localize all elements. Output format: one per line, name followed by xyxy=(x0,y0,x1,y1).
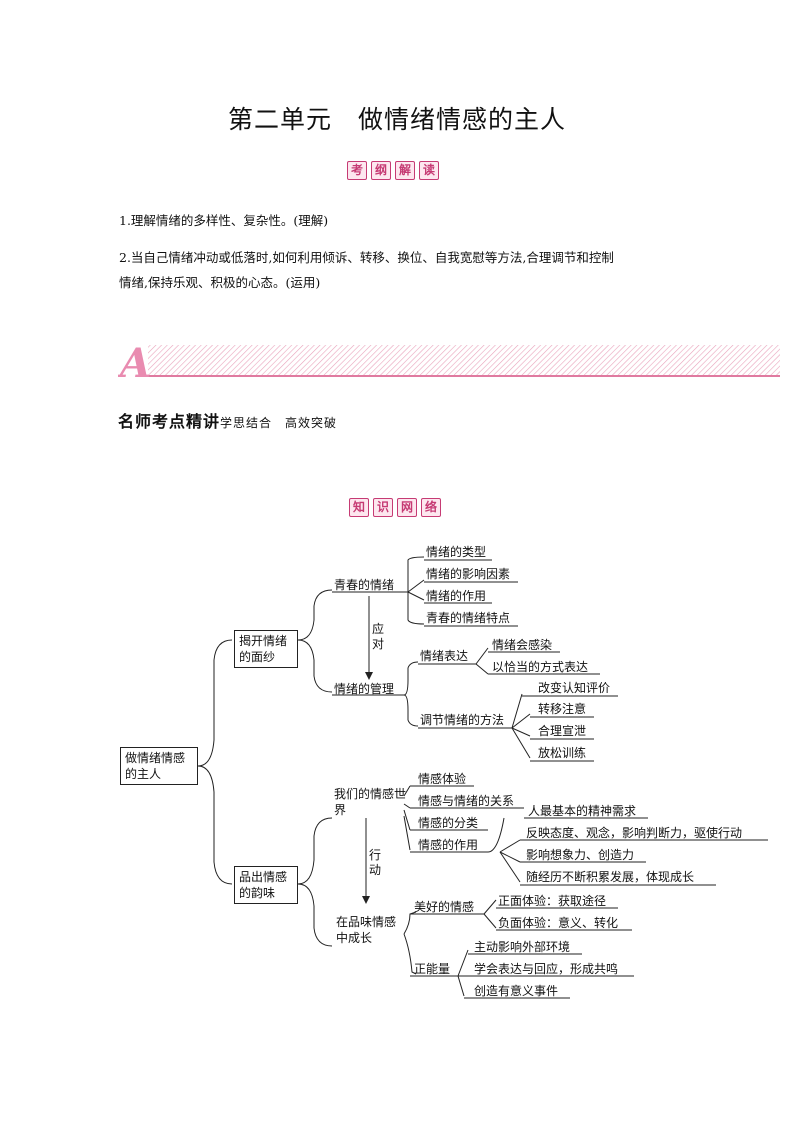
node-regulation-child: 改变认知评价 xyxy=(538,681,611,695)
badge-char: 读 xyxy=(419,161,439,180)
node-feeling-child: 情感的分类 xyxy=(418,816,479,830)
node-feeling-child: 情感的作用 xyxy=(418,838,479,852)
section-subtitle: 学思结合 高效突破 xyxy=(220,416,338,430)
node-expression-child: 情绪会感染 xyxy=(492,638,553,652)
node-feeling-world: 我们的情感世界 xyxy=(334,787,407,817)
node-youth-child: 情绪的作用 xyxy=(426,589,487,603)
node-emotion-expression: 情绪表达 xyxy=(420,649,469,663)
node-feeling-role-child: 影响想象力、创造力 xyxy=(526,848,635,862)
requirement-2-line1: 2.当自己情绪冲动或低落时,如何利用倾诉、转移、换位、自我宽慰等方法,合理调节和… xyxy=(119,250,614,265)
node-feeling-child: 情感与情绪的关系 xyxy=(418,794,515,808)
mindmap-branch-feeling: 品出情感的韵味 xyxy=(234,866,298,904)
node-emotion-management: 情绪的管理 xyxy=(334,682,395,696)
node-feeling-role-child: 随经历不断积累发展，体现成长 xyxy=(526,870,695,884)
node-positive-energy: 正能量 xyxy=(414,962,451,976)
node-regulation-child: 放松训练 xyxy=(538,746,587,760)
badge-char: 识 xyxy=(373,498,393,517)
node-feeling-role-child: 人最基本的精神需求 xyxy=(528,804,637,818)
node-regulation-child: 合理宣泄 xyxy=(538,724,587,738)
node-regulation-child: 转移注意 xyxy=(538,702,587,716)
node-good-feeling: 美好的情感 xyxy=(414,900,475,914)
mindmap-branch-emotion: 揭开情绪的面纱 xyxy=(234,630,298,668)
knowledge-network-badges: 知 识 网 络 xyxy=(349,498,441,517)
node-grow: 在品味情感中成长 xyxy=(336,915,397,945)
node-expression-child: 以恰当的方式表达 xyxy=(492,660,589,674)
badge-char: 考 xyxy=(347,161,367,180)
node-youth-child: 情绪的影响因素 xyxy=(426,567,511,581)
arrow-label-respond: 应对 xyxy=(372,622,385,651)
node-positive-child: 主动影响外部环境 xyxy=(474,940,571,954)
node-good-child: 正面体验：获取途径 xyxy=(498,894,607,908)
requirement-2-line2: 情绪,保持乐观、积极的心态。(运用) xyxy=(119,275,321,290)
section-title-main: 名师考点精讲 xyxy=(118,412,221,431)
exam-outline-badges: 考 纲 解 读 xyxy=(347,161,439,180)
badge-char: 知 xyxy=(349,498,369,517)
node-youth-child: 青春的情绪特点 xyxy=(426,611,511,625)
requirement-1: 1.理解情绪的多样性、复杂性。(理解) xyxy=(119,213,329,228)
badge-char: 纲 xyxy=(371,161,391,180)
node-regulation: 调节情绪的方法 xyxy=(420,713,505,727)
mindmap-root: 做情绪情感的主人 xyxy=(120,747,198,785)
node-positive-child: 创造有意义事件 xyxy=(474,984,559,998)
node-feeling-child: 情感体验 xyxy=(418,772,467,786)
page-title: 第二单元 做情绪情感的主人 xyxy=(227,105,566,134)
section-letter: A xyxy=(118,343,151,379)
node-feeling-role-child: 反映态度、观念，影响判断力，驱使行动 xyxy=(526,826,743,840)
section-title: 名师考点精讲学思结合 高效突破 xyxy=(118,408,337,432)
arrow-label-action: 行动 xyxy=(369,848,382,877)
badge-char: 络 xyxy=(421,498,441,517)
node-youth-child: 情绪的类型 xyxy=(426,545,487,559)
badge-char: 解 xyxy=(395,161,415,180)
node-youth-emotion: 青春的情绪 xyxy=(334,578,395,592)
node-good-child: 负面体验：意义、转化 xyxy=(498,916,619,930)
section-banner: A xyxy=(118,343,780,379)
node-positive-child: 学会表达与回应，形成共鸣 xyxy=(474,962,619,976)
badge-char: 网 xyxy=(397,498,417,517)
